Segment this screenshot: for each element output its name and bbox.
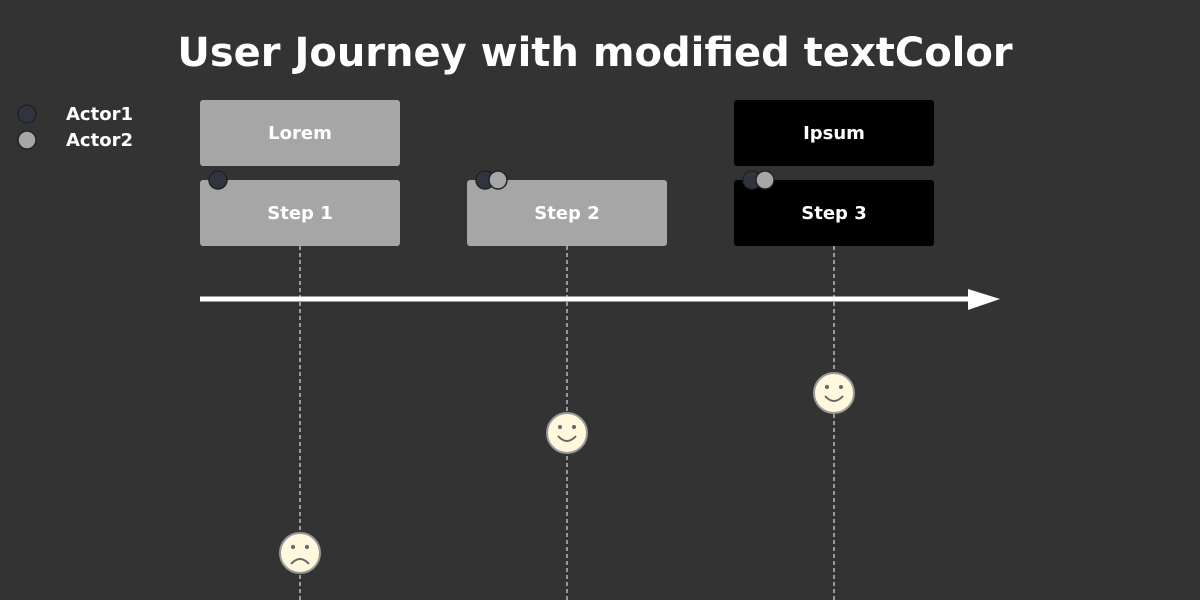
task-label: Step 2 <box>534 203 599 224</box>
legend-marker-actor1 <box>17 104 37 124</box>
mood-faces <box>279 372 855 574</box>
task-boxes: Step 1 Step 2 Step 3 <box>200 170 934 246</box>
legend-label-actor2: Actor2 <box>66 130 133 151</box>
sad-face-icon <box>279 532 321 574</box>
legend-marker-actor2 <box>17 130 37 150</box>
task-box <box>734 180 934 246</box>
task-label: Step 1 <box>267 203 332 224</box>
task-box <box>200 180 400 246</box>
task-box <box>467 180 667 246</box>
section-label: Ipsum <box>803 123 865 144</box>
timeline <box>200 289 1000 310</box>
section-boxes: Lorem Ipsum <box>200 100 934 166</box>
section-box-ipsum <box>734 100 934 166</box>
section-label: Lorem <box>268 123 332 144</box>
actor-dot-actor2 <box>488 170 508 190</box>
diagram-title: User Journey with modified textColor <box>177 30 1012 76</box>
happy-face-icon <box>546 412 588 454</box>
legend-label-actor1: Actor1 <box>66 104 133 125</box>
task-label: Step 3 <box>801 203 866 224</box>
timeline-arrowhead <box>968 289 1000 310</box>
happy-face-icon <box>813 372 855 414</box>
actor-dot-actor2 <box>755 170 775 190</box>
section-box-lorem <box>200 100 400 166</box>
actor-dot-actor1 <box>208 170 228 190</box>
